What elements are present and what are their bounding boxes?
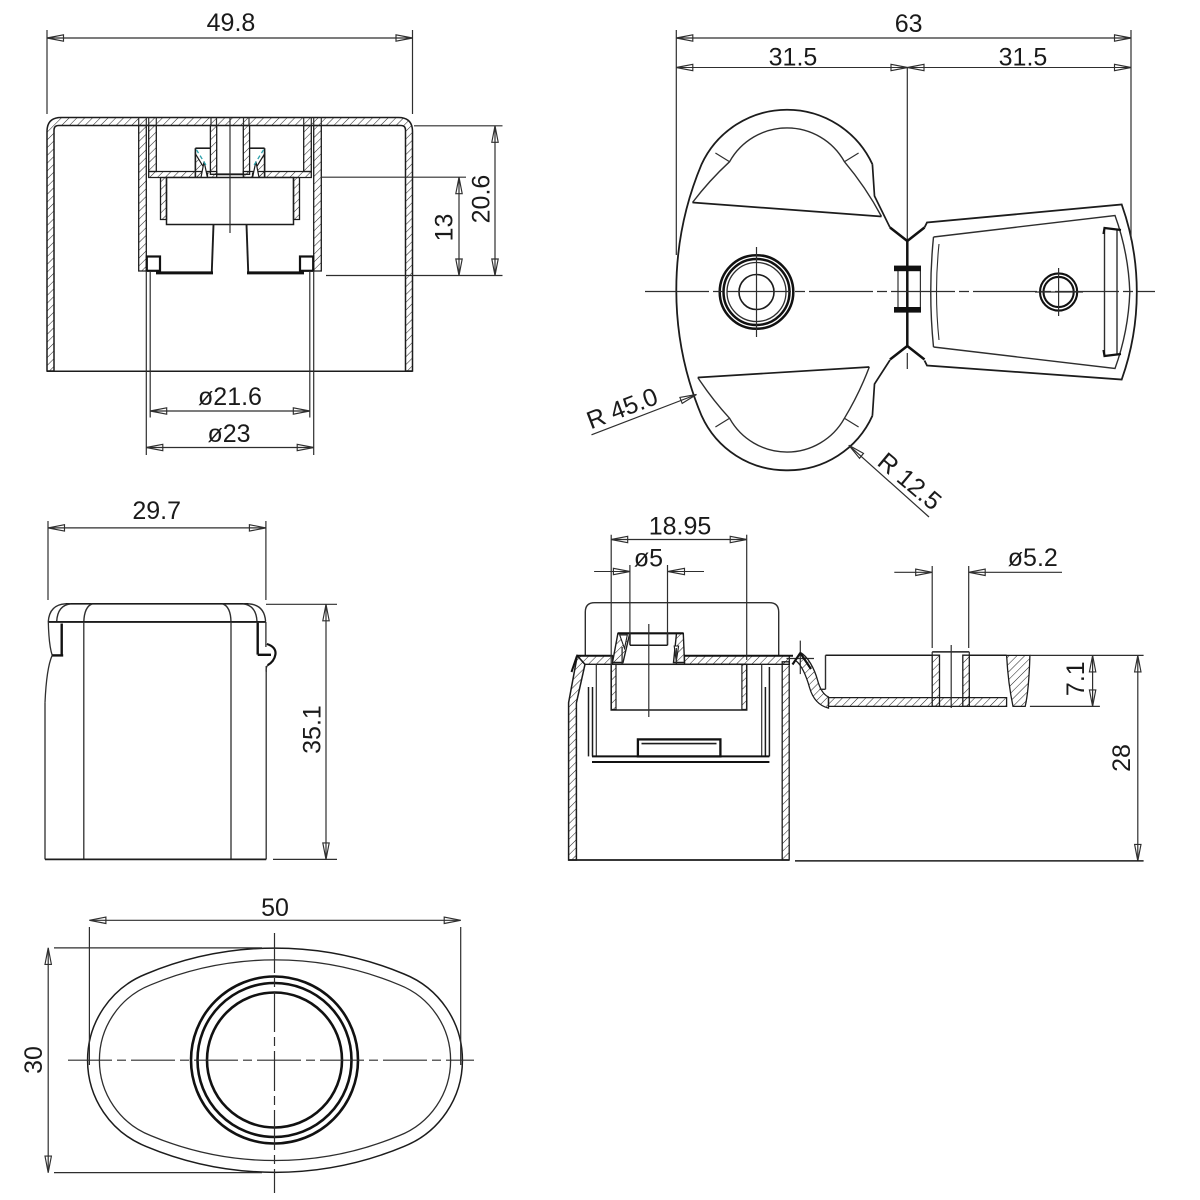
svg-text:63: 63 [895,10,923,38]
svg-text:49.8: 49.8 [207,9,256,37]
svg-text:ø23: ø23 [207,420,250,448]
svg-text:35.1: 35.1 [298,705,326,754]
svg-text:31.5: 31.5 [999,43,1048,71]
svg-text:20.6: 20.6 [467,175,495,224]
svg-text:50: 50 [261,894,289,922]
svg-text:29.7: 29.7 [132,497,181,525]
svg-text:31.5: 31.5 [769,43,818,71]
svg-text:13: 13 [430,214,458,242]
svg-text:ø5: ø5 [634,544,663,572]
svg-text:30: 30 [20,1046,48,1074]
svg-text:ø5.2: ø5.2 [1008,544,1058,572]
svg-text:28: 28 [1108,744,1136,772]
svg-text:18.95: 18.95 [649,512,712,540]
svg-text:7.1: 7.1 [1062,661,1090,696]
svg-text:ø21.6: ø21.6 [198,383,262,411]
